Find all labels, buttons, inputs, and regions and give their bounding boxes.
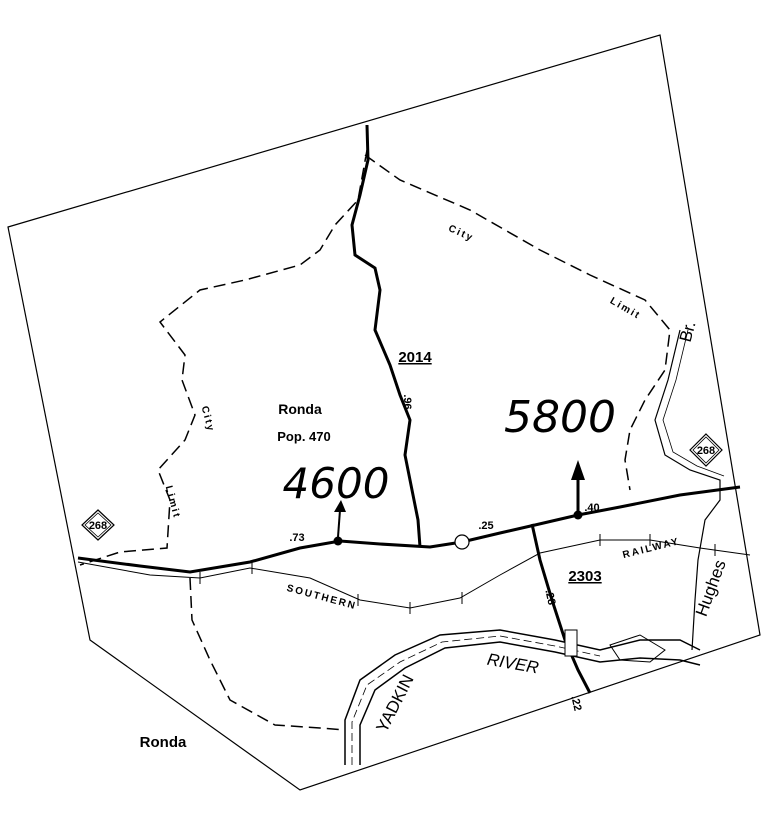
- city-limit-boundary: [79, 149, 671, 731]
- us-268-highway: [77, 485, 741, 574]
- milepost-22: .22: [568, 695, 583, 712]
- traffic-count-west: 4600: [283, 459, 390, 508]
- hughes-branch-creek: [654, 329, 721, 651]
- population-label: Pop. 470: [277, 429, 330, 444]
- city-limit-label-top: City: [446, 223, 475, 244]
- hughes-branch-creek-bank: [662, 329, 725, 477]
- branch-label: Br.: [676, 319, 700, 344]
- milepost-40: .40: [584, 502, 599, 514]
- sr-2303-road: [530, 523, 592, 694]
- yadkin-label: YADKIN: [373, 672, 418, 736]
- milepost-28: .28: [542, 589, 557, 606]
- yadkin-river-bank-south: [359, 641, 701, 765]
- shield-268-east-text: 268: [697, 445, 715, 457]
- yadkin-river-inner: [351, 635, 601, 765]
- railway-ticks: [199, 534, 716, 614]
- milepost-25: .25: [478, 520, 493, 532]
- traffic-count-east: 5800: [504, 392, 616, 443]
- milepost-96: .96: [401, 394, 413, 409]
- count-station-east: [573, 510, 583, 520]
- map-frame: [7, 34, 761, 791]
- sr-2014-road: [350, 124, 422, 548]
- city-limit-label-left-limit: Limit: [163, 485, 182, 521]
- count-station-west: [333, 536, 343, 546]
- route-shield-268-east: 268: [689, 433, 723, 467]
- arrow-west: [334, 500, 346, 538]
- place-name: Ronda: [278, 401, 322, 417]
- arrow-east: [571, 460, 585, 511]
- river-label: RIVER: [486, 650, 540, 678]
- shield-268-west-text: 268: [89, 520, 107, 532]
- river-island: [609, 634, 666, 663]
- southern-label: SOUTHERN: [285, 583, 358, 612]
- route-shield-268-west: 268: [81, 509, 115, 541]
- city-limit-label-right: Limit: [608, 296, 643, 322]
- junction-marker: [454, 534, 470, 550]
- route-label-2014: 2014: [398, 349, 432, 366]
- milepost-73: .73: [289, 532, 304, 544]
- bridge: [564, 629, 578, 657]
- southern-railway-line: [77, 539, 751, 609]
- route-label-2303: 2303: [568, 568, 601, 585]
- yadkin-river-bank-north: [344, 629, 701, 765]
- city-limit-label-left: City: [199, 405, 217, 434]
- corner-label: Ronda: [140, 734, 187, 751]
